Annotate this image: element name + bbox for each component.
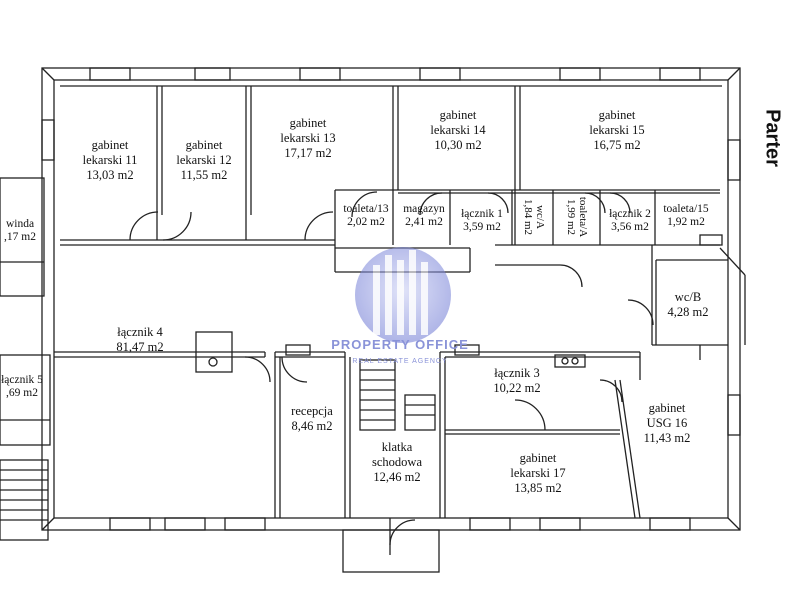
room-area: 3,56 m2 [611, 221, 649, 233]
room-area: 10,30 m2 [434, 138, 482, 152]
room-name: wc/B [674, 290, 702, 304]
room-name: recepcja [291, 404, 333, 418]
room-name-2: lekarski 17 [510, 466, 566, 480]
room-name: łącznik 5 [1, 374, 43, 386]
watermark-name: PROPERTY OFFICE [331, 337, 469, 352]
room-name: gabinet [185, 138, 223, 152]
room-area: 11,43 m2 [643, 431, 691, 445]
room-gabinet-14: gabinet lekarski 14 10,30 m2 [430, 108, 485, 153]
room-area: 11,55 m2 [180, 168, 228, 182]
floor-title: Parter [752, 88, 792, 188]
room-name-2: schodowa [372, 455, 422, 469]
room-klatka-schodowa: klatka schodowa 12,46 m2 [372, 440, 422, 485]
room-name: gabinet [289, 116, 327, 130]
room-name-2: lekarski 11 [82, 153, 138, 167]
room-name: toaleta/A [577, 196, 589, 238]
room-gabinet-usg-16: gabinet USG 16 11,43 m2 [644, 401, 691, 446]
room-name-2: USG 16 [646, 416, 688, 430]
room-lacznik-1: łącznik 1 3,59 m2 [461, 208, 503, 234]
room-area: ,17 m2 [4, 231, 36, 243]
room-area: 16,75 m2 [593, 138, 641, 152]
room-toaleta-13: toaleta/13 2,02 m2 [343, 203, 388, 229]
room-gabinet-11: gabinet lekarski 11 13,03 m2 [83, 138, 138, 183]
room-toaleta-a: toaleta/A 1,99 m2 [565, 197, 589, 237]
room-gabinet-15: gabinet lekarski 15 16,75 m2 [589, 108, 644, 153]
room-name: toaleta/13 [343, 203, 389, 215]
room-wc-b: wc/B 4,28 m2 [668, 290, 709, 320]
room-toaleta-15: toaleta/15 1,92 m2 [663, 203, 708, 229]
room-gabinet-13: gabinet lekarski 13 17,17 m2 [280, 116, 335, 161]
room-name: łącznik 4 [117, 325, 163, 339]
room-name: wc/A [534, 205, 546, 229]
room-area: 81,47 m2 [116, 340, 164, 354]
room-area: 2,41 m2 [405, 216, 443, 228]
room-area: 3,59 m2 [463, 221, 501, 233]
room-area: 4,28 m2 [667, 305, 709, 319]
room-recepcja: recepcja 8,46 m2 [291, 404, 333, 434]
room-area: 13,85 m2 [514, 481, 562, 495]
inner-wall [53, 79, 729, 519]
room-name: gabinet [439, 108, 477, 122]
room-area: 1,92 m2 [667, 216, 705, 228]
room-name: łącznik 1 [461, 208, 503, 220]
room-area: 17,17 m2 [284, 146, 332, 160]
room-name: gabinet [598, 108, 636, 122]
room-magazyn: magazyn 2,41 m2 [403, 203, 445, 229]
room-lacznik-4: łącznik 4 81,47 m2 [116, 325, 163, 355]
room-name: toaleta/15 [663, 203, 709, 215]
room-lacznik-5: łącznik 5 ,69 m2 [1, 374, 43, 400]
room-name: klatka [381, 440, 413, 454]
room-area: 8,46 m2 [291, 419, 333, 433]
room-lacznik-2: łącznik 2 3,56 m2 [609, 208, 651, 234]
watermark-subtitle: REAL ESTATE AGENCY [352, 358, 448, 365]
room-area: 13,03 m2 [86, 168, 134, 182]
room-area: 10,22 m2 [493, 381, 541, 395]
room-name-2: lekarski 12 [176, 153, 232, 167]
room-gabinet-17: gabinet lekarski 17 13,85 m2 [510, 451, 565, 496]
room-name: winda [5, 218, 35, 230]
room-lacznik-3: łącznik 3 10,22 m2 [493, 366, 540, 396]
room-name: gabinet [519, 451, 557, 465]
floor-title-text: Parter [761, 109, 784, 167]
room-name-2: lekarski 13 [280, 131, 336, 145]
room-area: 1,84 m2 [522, 198, 534, 236]
room-area: 12,46 m2 [373, 470, 421, 484]
room-area: 2,02 m2 [347, 216, 385, 228]
room-name-2: lekarski 15 [589, 123, 645, 137]
room-name: łącznik 3 [494, 366, 540, 380]
room-wc-a: wc/A 1,84 m2 [522, 199, 546, 235]
room-name: gabinet [91, 138, 129, 152]
room-area: ,69 m2 [6, 387, 38, 399]
room-name: łącznik 2 [609, 208, 651, 220]
room-name-2: lekarski 14 [430, 123, 486, 137]
room-name: gabinet [648, 401, 686, 415]
room-name: magazyn [403, 203, 445, 215]
room-gabinet-12: gabinet lekarski 12 11,55 m2 [176, 138, 231, 183]
room-winda: winda ,17 m2 [4, 218, 36, 244]
room-area: 1,99 m2 [565, 198, 577, 236]
